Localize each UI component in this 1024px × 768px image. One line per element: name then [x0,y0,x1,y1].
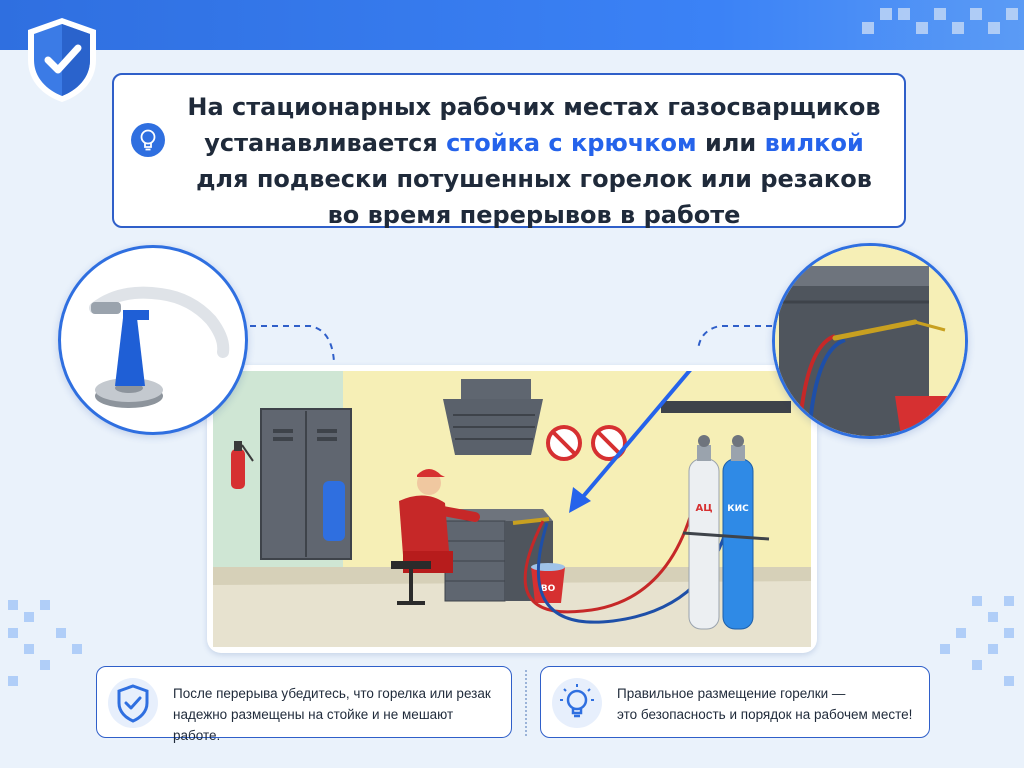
tip-2-line-1: Правильное размещение горелки — [617,686,846,701]
tip-card-placement-safety: Правильное размещение горелки — это безо… [540,666,930,738]
tip-2-line-2: это безопасность и порядок на рабочем ме… [617,707,913,722]
torch-on-hook-zoom [772,243,968,439]
top-banner [0,0,1024,50]
water-bucket: ВО [531,563,565,603]
tip-text-2: Правильное размещение горелки — это безо… [617,683,919,725]
lightbulb-icon [131,123,165,157]
pointer-arrow [569,371,692,513]
title-card: На стационарных рабочих местах газосварщ… [112,73,906,229]
page-title: На стационарных рабочих местах газосварщ… [184,89,884,233]
bucket-label: ВО [541,584,556,594]
no-smoking-sign-icon [546,425,582,461]
shield-check-icon [108,678,158,728]
fire-extinguisher-icon [231,441,254,489]
acetylene-label: АЦ [695,503,712,514]
title-highlight-fork: вилкой [764,129,864,157]
tip-1-line-2: надежно размещены на стойке и не мешают … [173,707,454,743]
shield-check-icon [28,18,96,102]
workshop-scene-card: ВО АЦ КИС [207,365,817,653]
locker [260,408,352,560]
no-fire-sign-icon [591,425,627,461]
title-line-2-middle: или [696,129,765,157]
exhaust-hood [443,379,543,455]
title-line-1: На стационарных рабочих местах газосварщ… [187,93,881,121]
tip-text-1: После перерыва убедитесь, что горелка ил… [173,683,501,746]
tip-1-line-1: После перерыва убедитесь, что горелка ил… [173,686,491,701]
title-line-4: во время перерывов в работе [327,201,741,229]
lightbulb-icon [552,678,602,728]
title-highlight-hook-stand: стойка с крючком [446,129,697,157]
oxygen-label: КИС [727,504,749,514]
oxygen-cylinder: КИС [722,435,754,630]
workshop-illustration: ВО АЦ КИС [213,371,811,647]
welder-worker [391,469,480,605]
torch-on-hook-icon [775,246,965,436]
hook-stand-zoom [58,245,248,435]
title-line-3: для подвески потушенных горелок или реза… [196,165,872,193]
wall-shelf [661,401,791,413]
tip-card-check-after-break: После перерыва убедитесь, что горелка ил… [96,666,512,743]
acetylene-cylinder: АЦ [688,435,720,630]
hook-stand-icon [89,286,230,408]
title-line-2-start: устанавливается [204,129,447,157]
tip-divider [525,670,529,736]
